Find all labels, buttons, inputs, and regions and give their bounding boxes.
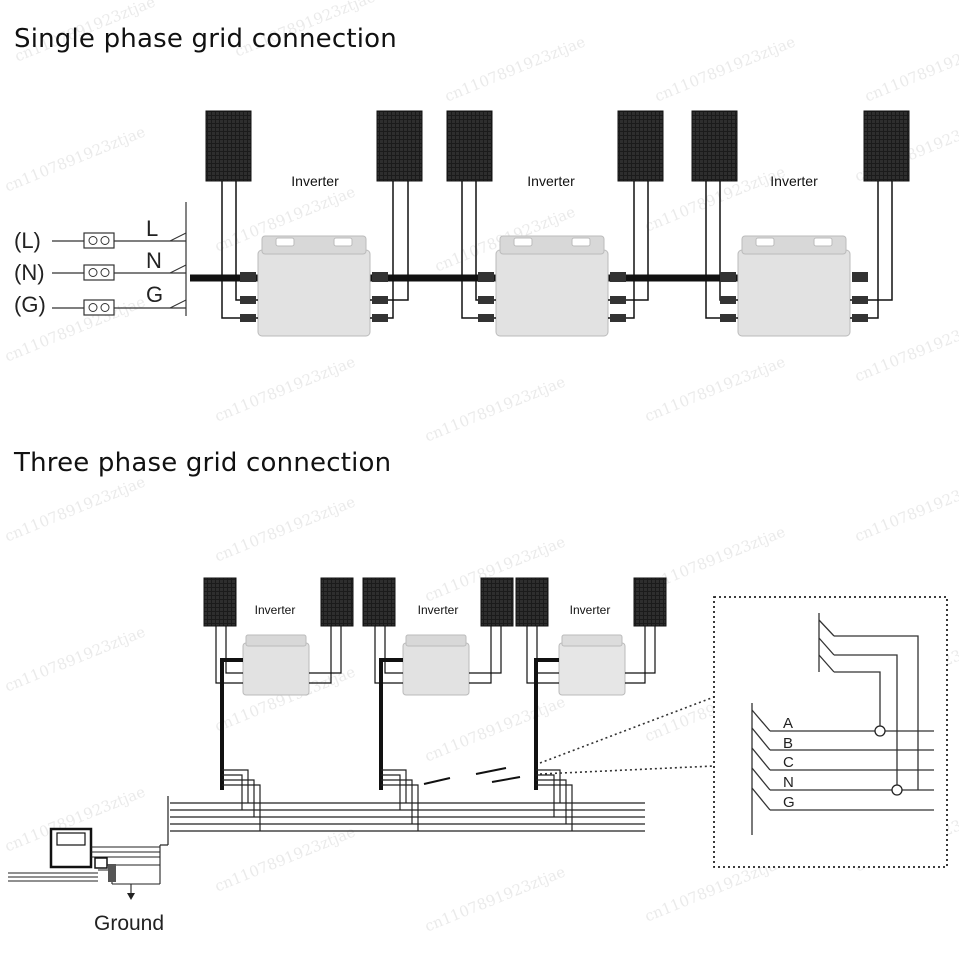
microinverter [402, 642, 470, 696]
phase-label-g: G [783, 794, 795, 811]
solar-panel [362, 577, 396, 627]
three-phase-section: Inverter Inverter [8, 577, 948, 935]
solar-panel [320, 577, 354, 627]
microinverter [257, 249, 371, 337]
inverter-label: Inverter [418, 603, 459, 617]
terminal-label-n: (N) [14, 260, 45, 285]
terminal-block-l: (L) L [14, 216, 186, 253]
phase-label-c: C [783, 754, 794, 771]
ground-label: Ground [94, 912, 164, 935]
solar-panel [617, 110, 664, 182]
distribution-box: Ground [8, 827, 164, 935]
terminal-label-g: (G) [14, 292, 46, 317]
phase-label-b: B [783, 735, 793, 752]
inverter-label: Inverter [570, 603, 611, 617]
solar-panel [480, 577, 514, 627]
line-label-g: G [146, 282, 163, 307]
inverter-label: Inverter [291, 173, 339, 189]
line-label-n: N [146, 248, 162, 273]
terminal-block-g: (G) G [14, 282, 186, 317]
three-unit-1: Inverter [203, 577, 354, 831]
microinverter [242, 642, 310, 696]
inverter-label: Inverter [770, 173, 818, 189]
three-phase-title: Three phase grid connection [14, 448, 392, 478]
inverter-label: Inverter [255, 603, 296, 617]
terminal-label-l: (L) [14, 228, 41, 253]
line-label-l: L [146, 216, 158, 241]
three-unit-3: Inverter [515, 577, 667, 831]
solar-panel [376, 110, 423, 182]
solar-panel [633, 577, 667, 627]
phase-label-n: N [783, 774, 794, 791]
solar-panel [203, 577, 237, 627]
solar-panel [205, 110, 252, 182]
single-unit-1: Inverter [205, 110, 423, 337]
solar-panel [863, 110, 910, 182]
solar-panel [446, 110, 493, 182]
solar-panel [515, 577, 549, 627]
three-unit-2: Inverter [362, 577, 514, 831]
phase-label-a: A [783, 715, 793, 732]
single-unit-2: Inverter [446, 110, 664, 337]
microinverter [495, 249, 609, 337]
microinverter [737, 249, 851, 337]
inverter-label: Inverter [527, 173, 575, 189]
single-phase-title: Single phase grid connection [14, 24, 397, 54]
microinverter [558, 642, 626, 696]
solar-panel [691, 110, 738, 182]
callout-lines [539, 696, 715, 775]
terminal-block-n: (N) N [14, 248, 186, 285]
continuation-dashes [423, 767, 521, 785]
single-phase-section: (L) L (N) N (G) G [14, 110, 910, 337]
zoom-detail-box: A B C N G [713, 596, 948, 868]
single-unit-3: Inverter [691, 110, 910, 337]
